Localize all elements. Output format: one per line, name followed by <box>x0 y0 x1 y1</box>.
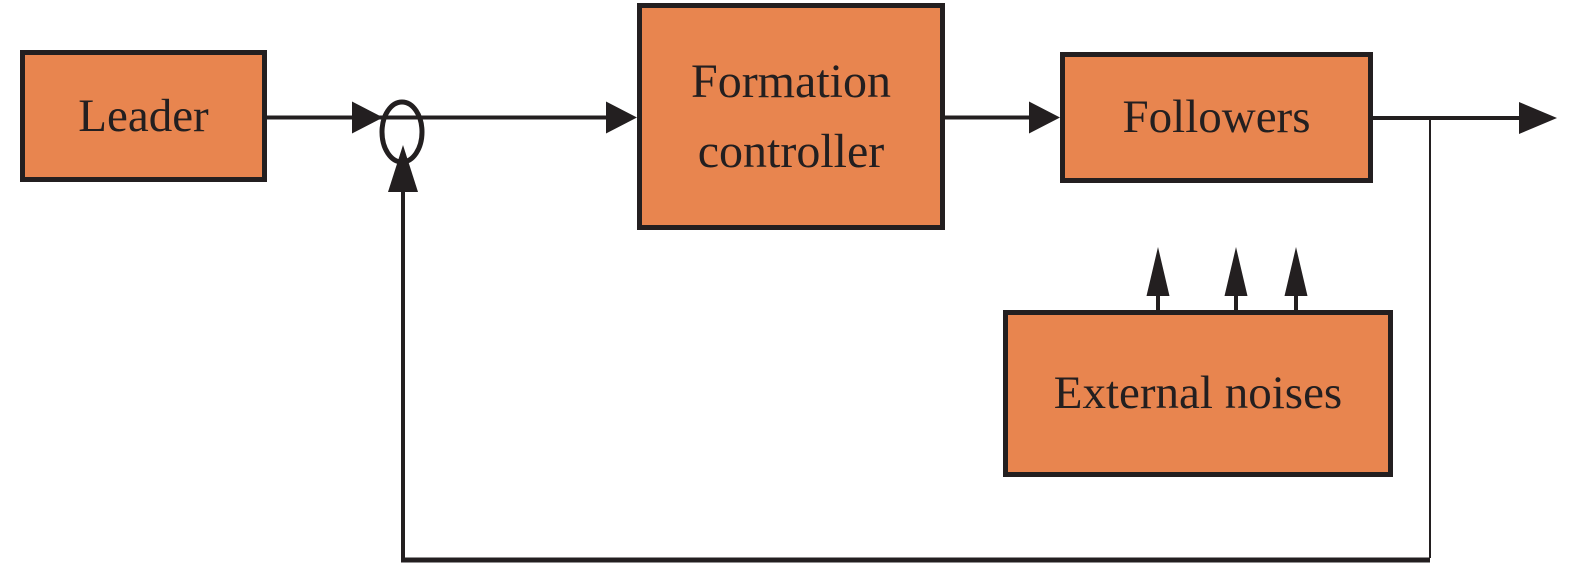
summing-junction-ellipse <box>379 99 425 165</box>
leader-node: Leader <box>20 50 267 182</box>
noise-up-arrowhead-3-icon <box>1284 247 1308 296</box>
formation-controller-node: Formation controller <box>637 3 945 230</box>
feedback-arrowhead-into-junction-icon <box>388 145 418 192</box>
arrowhead-into-followers-icon <box>1029 101 1060 134</box>
formation-controller-label-line2: controller <box>697 124 885 178</box>
arrowhead-into-junction-icon <box>352 101 383 134</box>
formation-controller-label-line1: Formation <box>691 54 891 108</box>
leader-label: Leader <box>78 89 209 142</box>
noise-up-arrowhead-2-icon <box>1224 247 1248 296</box>
arrowhead-into-formation-icon <box>606 101 637 134</box>
external-noises-node: External noises <box>1003 310 1393 477</box>
followers-node: Followers <box>1060 52 1373 183</box>
followers-label: Followers <box>1122 91 1311 144</box>
noise-up-arrowhead-1-icon <box>1146 247 1170 296</box>
external-noises-label: External noises <box>1053 367 1343 420</box>
output-arrowhead-icon <box>1519 102 1557 134</box>
